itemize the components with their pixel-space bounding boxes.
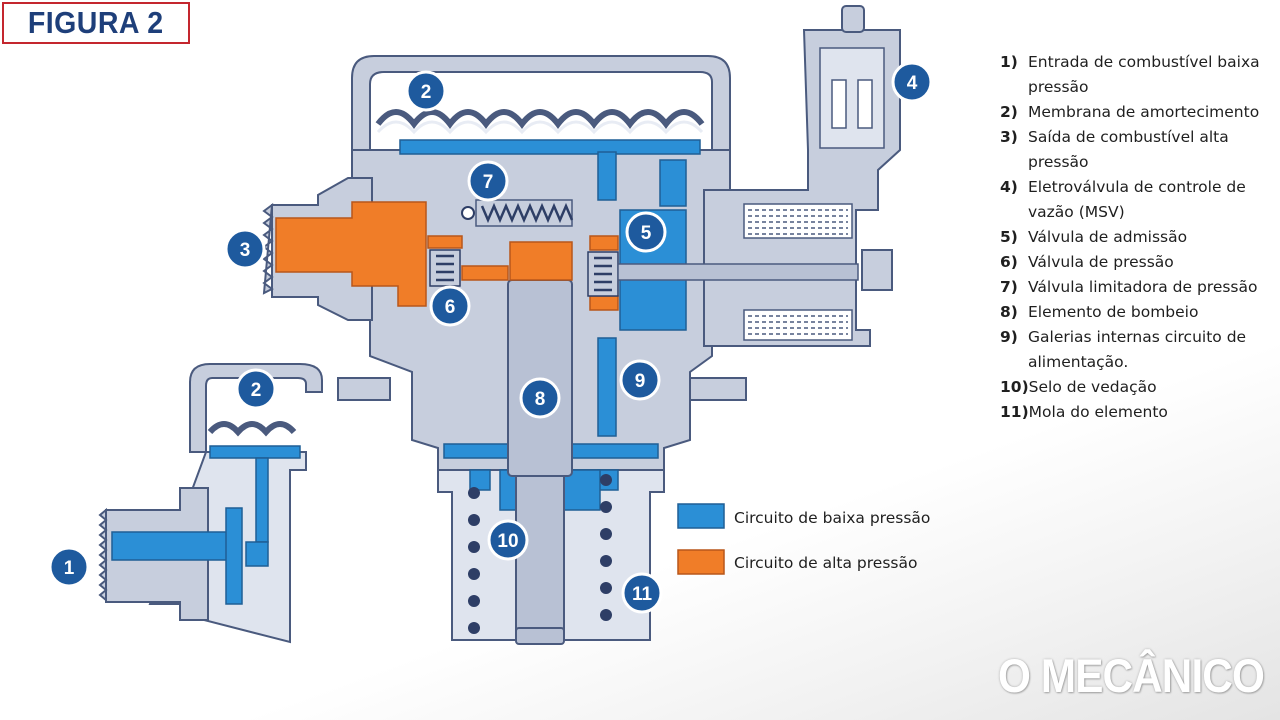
parts-list-item: 10)Selo de vedação <box>1000 378 1157 396</box>
publisher-watermark: O MECÂNICO <box>998 649 1265 702</box>
legend: Circuito de baixa pressão Circuito de al… <box>677 503 930 575</box>
svg-text:4: 4 <box>907 73 918 94</box>
callout-9: 9 <box>619 359 661 401</box>
svg-text:8: 8 <box>535 389 546 410</box>
svg-text:2: 2 <box>251 380 262 401</box>
legend-label-low: Circuito de baixa pressão <box>734 509 930 527</box>
parts-list-item: 6)Válvula de pressão <box>1000 253 1174 271</box>
parts-list-item: 1)Entrada de combustível baixa pressão <box>1000 53 1260 96</box>
parts-list: 1)Entrada de combustível baixa pressão 2… <box>1000 50 1275 425</box>
parts-list-item: 11)Mola do elemento <box>1000 403 1168 421</box>
legend-label-high: Circuito de alta pressão <box>734 554 917 572</box>
legend-swatch-high <box>677 549 725 575</box>
callout-6: 6 <box>429 285 471 327</box>
solenoid-coil <box>743 47 885 341</box>
callout-11: 11 <box>621 572 663 614</box>
figure-title: FIGURA 2 <box>28 5 164 40</box>
svg-text:10: 10 <box>497 531 518 552</box>
high-pressure-circuit <box>275 201 619 311</box>
callout-1: 1 <box>48 546 90 588</box>
element-spring <box>468 474 612 634</box>
svg-text:2: 2 <box>421 82 432 103</box>
callout-2-lower: 2 <box>235 368 277 410</box>
inlet-low-pressure <box>111 445 301 605</box>
svg-text:5: 5 <box>641 223 652 244</box>
callout-4: 4 <box>891 61 933 103</box>
inlet-valve <box>587 251 859 297</box>
legend-swatch-low <box>677 503 725 529</box>
callout-8: 8 <box>519 377 561 419</box>
parts-list-item: 4)Eletroválvula de controle de vazão (MS… <box>1000 178 1246 221</box>
parts-list-item: 3)Saída de combustível alta pressão <box>1000 128 1229 171</box>
callout-3: 3 <box>224 228 266 270</box>
svg-text:3: 3 <box>240 240 251 261</box>
parts-list-item: 7)Válvula limitadora de pressão <box>1000 278 1258 296</box>
svg-text:11: 11 <box>632 584 653 605</box>
outlet-valve <box>429 249 461 287</box>
callout-5: 5 <box>625 211 667 253</box>
parts-list-item: 9)Galerias internas circuito de alimenta… <box>1000 328 1247 371</box>
svg-text:1: 1 <box>64 558 75 579</box>
parts-list-item: 8)Elemento de bombeio <box>1000 303 1199 321</box>
svg-text:9: 9 <box>635 371 646 392</box>
callout-10: 10 <box>487 519 529 561</box>
figure-title-frame: FIGURA 2 <box>2 2 190 44</box>
svg-text:7: 7 <box>483 172 494 193</box>
callout-markers: 1 2 2 3 4 5 6 <box>48 61 933 614</box>
callout-2-upper: 2 <box>405 70 447 112</box>
parts-list-item: 2)Membrana de amortecimento <box>1000 103 1260 121</box>
callout-7: 7 <box>467 160 509 202</box>
pressure-relief-valve <box>461 199 574 227</box>
svg-text:6: 6 <box>445 297 456 318</box>
parts-list-item: 5)Válvula de admissão <box>1000 228 1188 246</box>
pumping-element <box>507 279 573 645</box>
damper-membrane <box>375 109 705 129</box>
inlet-assembly <box>98 363 323 644</box>
